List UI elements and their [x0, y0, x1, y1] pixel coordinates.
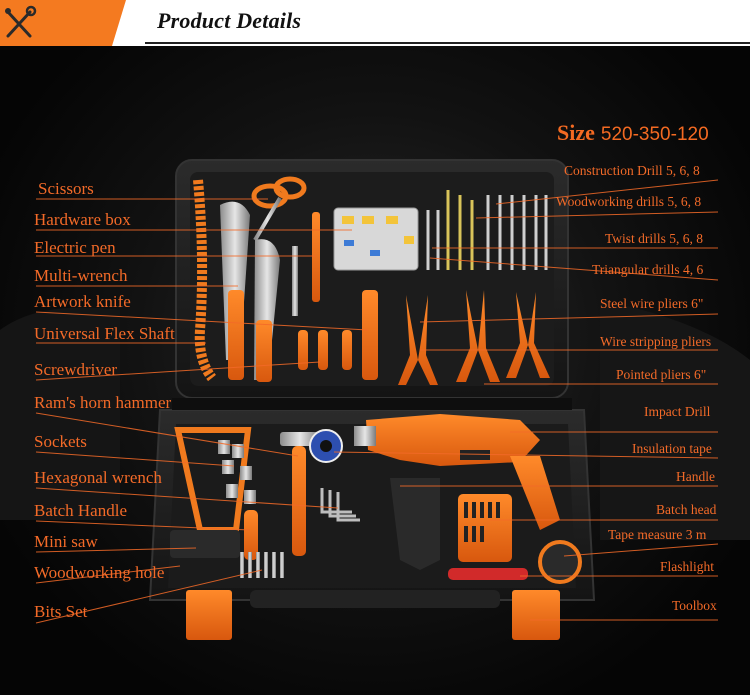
label-multi-wrench: Multi-wrench [34, 266, 128, 285]
size-value: 520-350-120 [600, 124, 709, 145]
crossed-tools-icon [0, 0, 140, 46]
header-bar: Product Details [0, 0, 750, 46]
label-bits-set: Bits Set [34, 602, 88, 621]
label-universal-flex-shaft: Universal Flex Shaft [34, 324, 175, 343]
label-triangular-drills: Triangular drills 4, 6 [592, 262, 704, 277]
label-mini-saw: Mini saw [34, 532, 98, 551]
label-impact-drill: Impact Drill [644, 404, 711, 419]
label-wire-stripping-pliers: Wire stripping pliers [600, 334, 712, 349]
latch-right [512, 590, 560, 640]
label-handle: Handle [676, 469, 715, 484]
label-woodworking-drills: Woodworking drills 5, 6, 8 [556, 194, 702, 209]
label-sockets: Sockets [34, 432, 87, 451]
label-electric-pen: Electric pen [34, 238, 116, 257]
label-construction-drill: Construction Drill 5, 6, 8 [564, 163, 700, 178]
label-tape-measure: Tape measure 3 m [608, 527, 707, 542]
page-title: Product Details [157, 8, 302, 33]
latch-left [186, 590, 232, 640]
label-woodworking-hole: Woodworking hole [34, 563, 165, 582]
label-pointed-pliers: Pointed pliers 6" [616, 367, 707, 382]
label-rams-horn-hammer: Ram's horn hammer [34, 393, 172, 412]
label-steel-wire-pliers: Steel wire pliers 6" [600, 296, 704, 311]
size-key: Size [557, 120, 595, 145]
label-scissors: Scissors [38, 179, 94, 198]
label-artwork-knife: Artwork knife [34, 292, 131, 311]
label-twist-drills: Twist drills 5, 6, 8 [605, 231, 704, 246]
label-hexagonal-wrench: Hexagonal wrench [34, 468, 162, 487]
label-insulation-tape: Insulation tape [632, 441, 712, 456]
title-underline [145, 42, 750, 44]
label-toolbox: Toolbox [672, 598, 717, 613]
label-hardware-box: Hardware box [34, 210, 131, 229]
label-flashlight: Flashlight [660, 559, 715, 574]
label-screwdriver: Screwdriver [34, 360, 118, 379]
label-batch-handle: Batch Handle [34, 501, 127, 520]
label-batch-head: Batch head [656, 502, 717, 517]
